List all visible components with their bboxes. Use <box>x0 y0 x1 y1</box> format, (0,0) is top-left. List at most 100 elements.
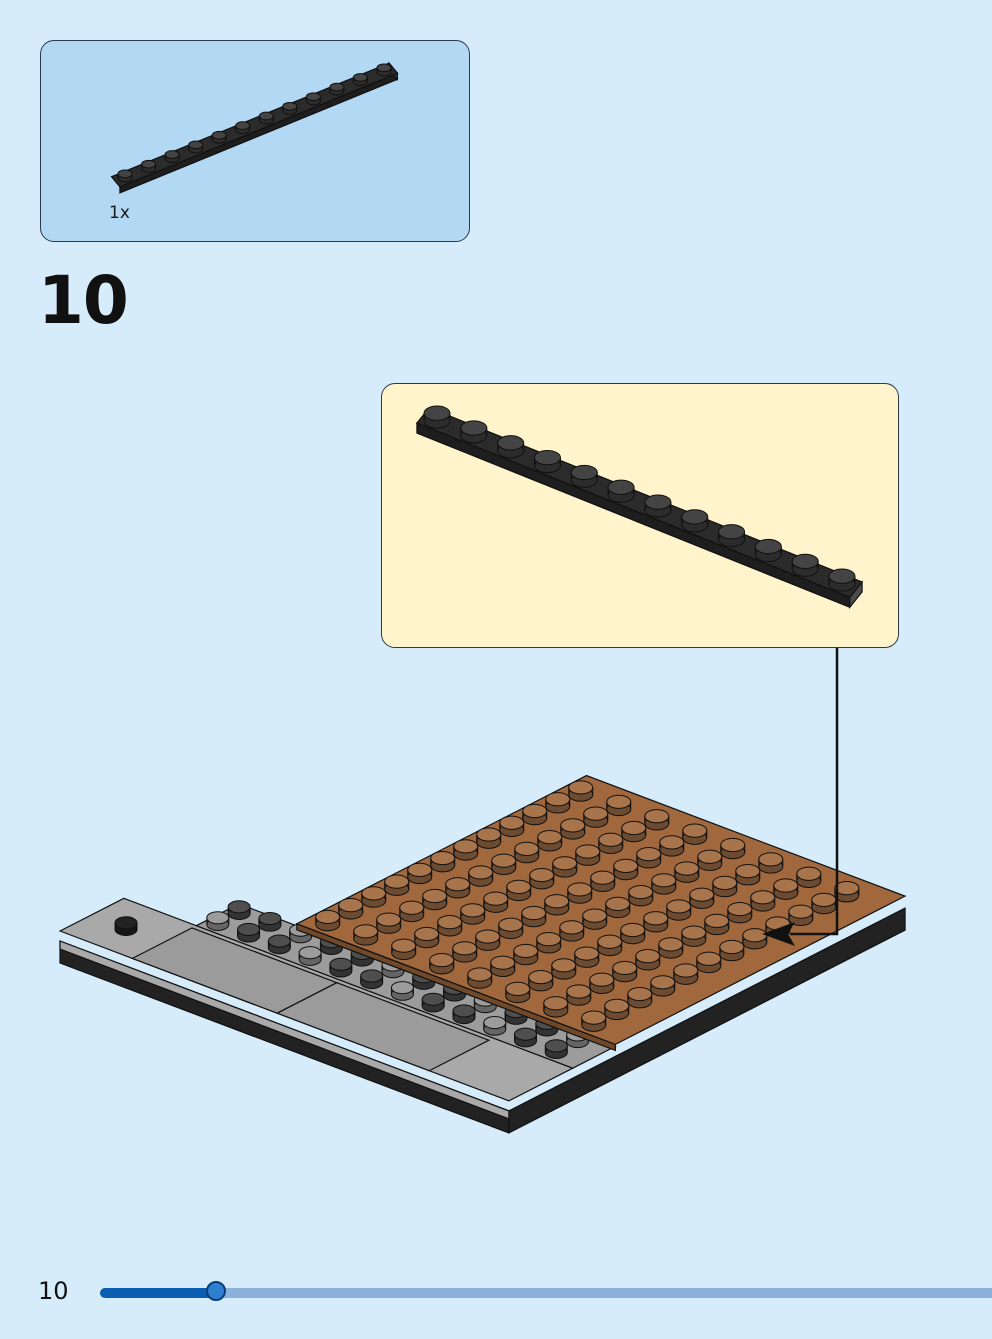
tile-panel <box>275 982 491 1072</box>
gray-stud <box>329 957 353 978</box>
plate-stud <box>235 121 251 135</box>
brown-stud <box>644 809 670 831</box>
brown-stud <box>581 1010 607 1032</box>
brown-stud <box>529 867 555 890</box>
brown-stud <box>613 858 639 881</box>
plate-stud <box>376 63 392 77</box>
brown-stud <box>499 815 525 838</box>
brown-stud <box>682 823 708 845</box>
plate-stud <box>141 159 157 173</box>
plate-stud <box>754 538 782 563</box>
progress-knob <box>205 1281 226 1301</box>
gray-stud <box>421 992 445 1013</box>
step-number: 10 <box>38 262 129 339</box>
gray-stud <box>227 900 251 921</box>
brown-stud <box>627 986 653 1009</box>
brown-stud <box>689 887 715 909</box>
plate-stud <box>164 150 180 164</box>
plate-stud <box>211 130 227 144</box>
plate-stud <box>718 524 746 548</box>
plate-stud <box>533 450 561 474</box>
model-illustration <box>58 648 907 1134</box>
brown-stud <box>384 874 410 896</box>
brown-stud <box>742 928 768 950</box>
base-side-face <box>508 907 906 1134</box>
brown-stud <box>834 881 860 903</box>
gray-stud <box>544 1039 568 1060</box>
parts-list-box: 1x <box>40 40 470 242</box>
brown-stud <box>544 894 570 916</box>
plate-stud <box>188 140 204 154</box>
brown-stud <box>537 830 563 852</box>
plate-1x12-part <box>110 61 399 194</box>
brown-stud <box>498 917 524 940</box>
sub-assembly-callout <box>381 383 899 648</box>
brown-stud <box>513 943 539 966</box>
gray-stud <box>267 934 291 955</box>
gray-stud <box>360 969 384 990</box>
brown-stud <box>720 837 746 860</box>
brown-stud <box>361 886 387 908</box>
brown-stud <box>430 850 456 873</box>
progress-track <box>100 1288 992 1298</box>
parts-list-illustration <box>110 61 399 194</box>
plate-stud <box>460 420 488 444</box>
brown-stud <box>697 849 723 872</box>
brown-stud <box>551 958 577 980</box>
plate-1x12-callout-body <box>415 405 864 609</box>
plate-stud <box>117 169 133 183</box>
brown-stud <box>635 949 661 971</box>
plate-stud <box>681 509 709 533</box>
plate-stud <box>352 73 368 86</box>
gray-stud <box>514 1027 538 1048</box>
brown-stud <box>696 951 722 974</box>
brown-stud <box>620 922 646 945</box>
brown-stud <box>628 884 654 907</box>
plate-stud <box>791 553 819 577</box>
brown-stud <box>651 873 677 895</box>
callout-illustration <box>415 405 864 609</box>
plate-stud <box>570 464 598 488</box>
brown-stud <box>666 899 692 921</box>
brown-stud <box>735 864 761 886</box>
brown-stud <box>612 960 638 983</box>
progress-fill <box>100 1288 216 1298</box>
plate-stud <box>607 479 635 503</box>
gray-stud <box>483 1016 507 1036</box>
brown-stud <box>604 998 630 1021</box>
brown-stud <box>407 862 433 885</box>
brown-stud <box>468 865 494 887</box>
brown-stud <box>414 926 440 949</box>
plate-1x12-callout-part <box>415 405 864 609</box>
brown-stud <box>552 856 578 878</box>
brown-stud <box>353 924 379 946</box>
gray-stud <box>258 911 282 932</box>
brown-stud <box>399 900 425 923</box>
plate-stud <box>828 568 856 592</box>
page-number: 10 <box>38 1277 69 1305</box>
brown-stud <box>568 780 594 802</box>
brown-stud <box>597 934 623 957</box>
brown-stud <box>545 792 571 814</box>
brown-stud <box>659 835 685 857</box>
brown-stud <box>505 981 531 1004</box>
brown-stud <box>315 909 341 932</box>
brown-stud <box>452 941 478 963</box>
brown-stud <box>506 879 532 902</box>
plate-stud <box>282 101 298 115</box>
brown-stud <box>674 861 700 883</box>
brown-stud <box>422 888 448 911</box>
brown-stud <box>796 866 822 889</box>
brown-stud <box>514 841 540 864</box>
brown-stud <box>536 932 562 954</box>
brown-stud <box>811 892 837 915</box>
brown-stud <box>391 938 417 961</box>
brown-stud <box>590 870 616 892</box>
plate-stud <box>305 92 321 106</box>
plate-stud <box>644 494 672 518</box>
brown-stud <box>605 896 631 919</box>
brown-stud <box>712 875 738 898</box>
brown-stud <box>575 844 601 866</box>
brown-stud <box>460 903 486 925</box>
brown-stud <box>598 832 624 855</box>
